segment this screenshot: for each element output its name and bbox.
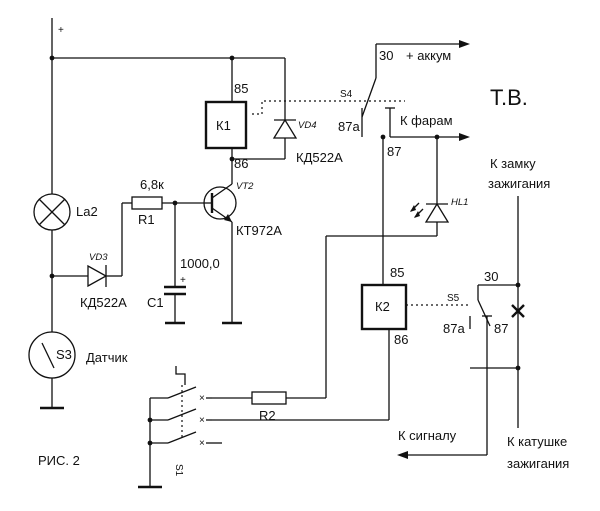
r1-value: 6,8к [140, 177, 164, 192]
k1-pin-bottom: 86 [234, 156, 248, 171]
resistor-r2: R2 [212, 391, 326, 423]
sensor-s3: S3 Датчик [28, 331, 128, 410]
vt2-ref: VT2 [236, 181, 254, 192]
transistor-vt2: VT2 КТ972А [203, 181, 282, 238]
k1-name: К1 [216, 118, 231, 133]
lamp-label: La2 [76, 204, 98, 219]
s5-pin87: 87 [494, 321, 508, 336]
c1-ref: С1 [147, 295, 164, 310]
k2-pin-bottom: 86 [394, 332, 408, 347]
diode-vd4: VD4 КД522А [232, 58, 343, 165]
svg-text:×: × [199, 415, 205, 426]
s4-battery: + аккум [406, 48, 451, 63]
svg-text:×: × [199, 438, 205, 449]
s5-ref: S5 [447, 293, 460, 304]
ignition-coil-line1: К катушке [507, 434, 567, 449]
vt2-type: КТ972А [236, 223, 282, 238]
switch-s4: S4 30 + аккум 87а К фарам 87 [338, 40, 470, 159]
relay-k2: К2 85 86 [360, 265, 408, 347]
vd4-ref: VD4 [298, 120, 316, 131]
switch-s1: × × × S1 [138, 366, 222, 489]
vd4-type: КД522А [296, 150, 343, 165]
c1-plus: + [180, 275, 186, 286]
svg-text:×: × [199, 393, 205, 404]
vd3-type: КД522А [80, 295, 127, 310]
s5-pin87a: 87а [443, 321, 465, 336]
led-hl1: HL1 [410, 137, 468, 236]
vd3-ref: VD3 [89, 252, 108, 263]
relay-k1: К1 85 86 [204, 58, 248, 171]
s4-pin87a: 87а [338, 119, 360, 134]
title: Т.В. [490, 85, 528, 110]
s3-ref: S3 [56, 347, 72, 362]
ignition-lock-line2: зажигания [488, 176, 550, 191]
s4-pin30: 30 [379, 48, 393, 63]
r1-ref: R1 [138, 212, 155, 227]
ignition-lock-line1: К замку [490, 156, 536, 171]
to-signal-label: К сигналу [398, 428, 457, 443]
power-rail: + [49, 18, 285, 61]
s1-ref: S1 [173, 464, 184, 477]
switch-s5: S5 30 87а 87 [443, 269, 518, 369]
s3-label: Датчик [86, 350, 128, 365]
r2-ref: R2 [259, 408, 276, 423]
k2-pin-top: 85 [390, 265, 404, 280]
c1-value: 1000,0 [180, 256, 220, 271]
resistor-r1: 6,8к R1 [131, 177, 164, 227]
s4-ref: S4 [340, 89, 353, 100]
k2-name: К2 [375, 299, 390, 314]
s4-headlights: К фарам [400, 113, 453, 128]
lamp-la2: La2 [33, 193, 98, 231]
ignition-coil-line2: зажигания [507, 456, 569, 471]
s4-pin87: 87 [387, 144, 401, 159]
k1-pin-top: 85 [234, 81, 248, 96]
capacitor-c1: + 1000,0 С1 [147, 203, 220, 325]
s5-pin30: 30 [484, 269, 498, 284]
diode-vd3: VD3 КД522А [80, 252, 127, 310]
hl1-ref: HL1 [451, 197, 468, 208]
break-mark [511, 304, 525, 318]
plus-label: + [58, 25, 64, 36]
figure-caption: РИС. 2 [38, 453, 80, 468]
